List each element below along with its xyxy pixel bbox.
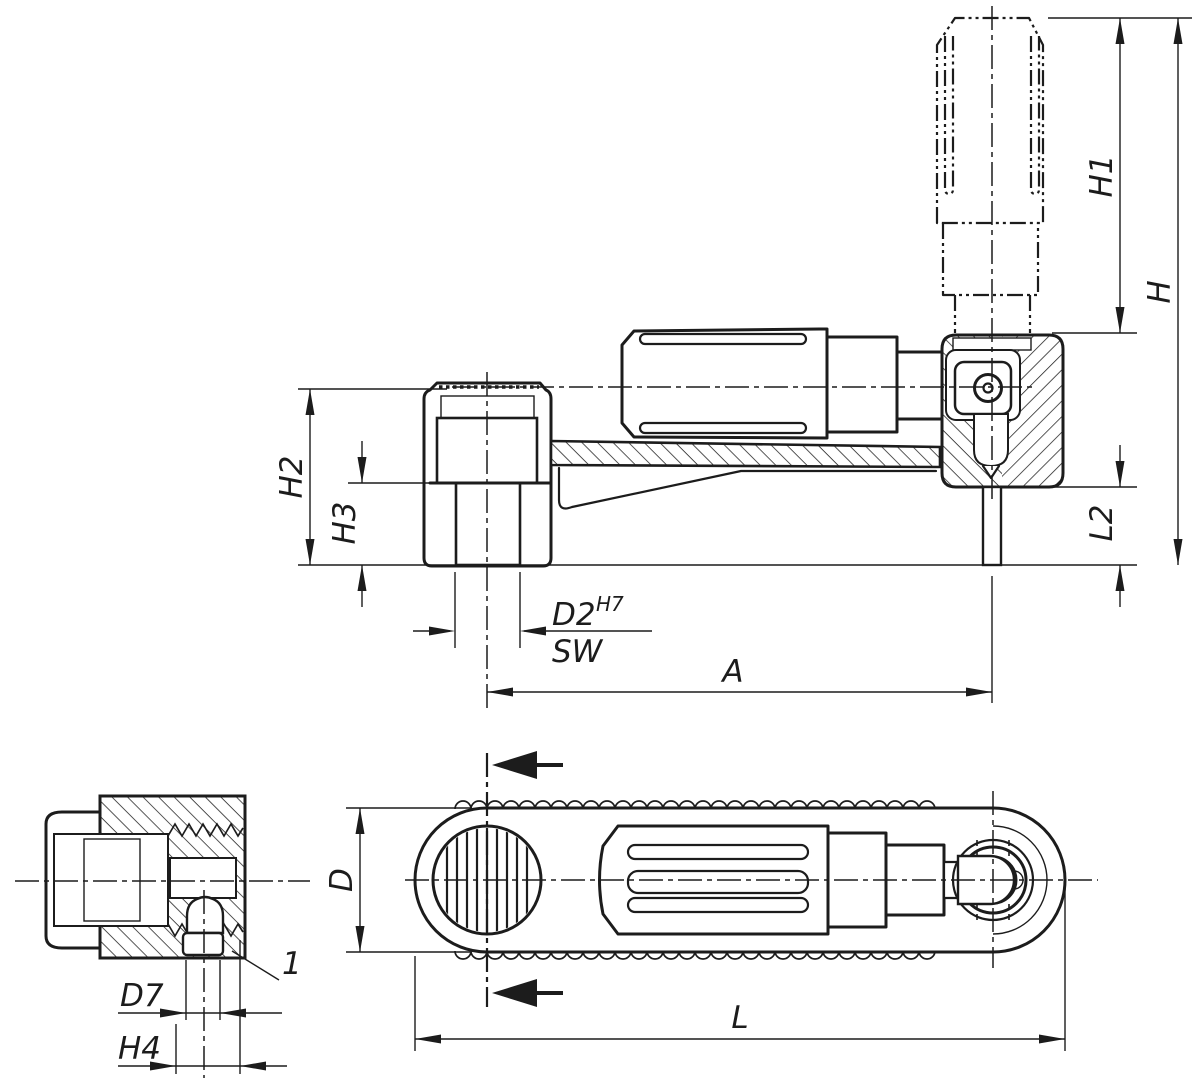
plan-grip-slot-1	[626, 843, 810, 861]
plan-view: D L	[324, 751, 1098, 1051]
section-cut	[485, 751, 563, 1007]
main-section-view: H2 H3 H1 H	[274, 6, 1192, 708]
dim-label-h1: H1	[1084, 154, 1120, 197]
side-cap	[44, 810, 102, 950]
section-arrow-top	[492, 751, 537, 779]
hub-side-view: D7 H4 1	[15, 794, 310, 1078]
plan-grip-slot-3	[626, 896, 810, 914]
dim-h: H	[1142, 18, 1183, 565]
side-cross-bore	[169, 857, 237, 899]
dim-label-h3: H3	[327, 501, 363, 544]
side-bore	[53, 833, 169, 927]
dim-a: A	[487, 576, 993, 703]
dim-label-sw: SW	[552, 634, 604, 670]
detent-ball	[981, 464, 1001, 480]
plan-knurl-bottom	[454, 950, 936, 960]
side-knurl-top	[167, 822, 244, 838]
detent-spring-pocket	[973, 413, 1009, 468]
horizontal-grip	[620, 327, 945, 440]
dim-h3: H3	[327, 441, 434, 607]
side-detent-dome	[185, 895, 225, 935]
dim-h2: H2	[274, 388, 447, 565]
callout-leader-line	[231, 950, 280, 981]
dim-l2: L2	[985, 445, 1137, 607]
grip-groove-bottom	[638, 421, 808, 435]
hub-body	[422, 381, 553, 568]
dim-label-d2-tolerance: H7	[596, 592, 624, 616]
hub-square-socket	[454, 481, 522, 567]
plan-grip-body	[598, 824, 830, 936]
dim-label-l2: L2	[1084, 505, 1120, 542]
side-bore-inner	[83, 838, 141, 922]
dim-h1: H1	[1084, 18, 1125, 333]
dim-label-h2: H2	[274, 455, 310, 498]
grip-groove-top	[638, 332, 808, 346]
callout-label-1: 1	[282, 946, 302, 982]
section-arrow-bottom	[492, 979, 537, 1007]
plan-grip-slot-2	[626, 869, 810, 895]
dim-label-a: A	[720, 654, 743, 690]
plan-knurl-top	[454, 800, 936, 810]
plan-pivot-block	[956, 854, 1016, 906]
dim-label-d: D	[324, 868, 360, 892]
side-detent-pin	[181, 931, 225, 957]
pivot-pin-bore	[973, 373, 1003, 403]
dim-l: L	[414, 886, 1066, 1051]
pivot-housing-section	[940, 333, 1065, 567]
arm-web-section	[549, 439, 942, 469]
dim-label-d2: D2	[552, 597, 596, 633]
arm-rear-contour	[557, 466, 938, 510]
dim-d: D	[324, 807, 470, 953]
phantom-upright-grip	[935, 16, 1045, 333]
dim-label-d7: D7	[120, 978, 164, 1014]
dim-d2-sw: D2 H7 SW	[413, 572, 652, 670]
grip-neck	[895, 350, 945, 421]
dim-label-h4: H4	[118, 1031, 161, 1067]
dim-h4: H4	[118, 940, 287, 1074]
dim-label-h: H	[1142, 280, 1178, 303]
grip-body	[620, 327, 829, 440]
handle-arm-section	[549, 439, 942, 510]
callout-1: 1	[231, 946, 302, 982]
dim-label-l: L	[731, 1000, 748, 1036]
grip-collar	[825, 335, 899, 434]
centerlines-main	[452, 6, 1035, 708]
